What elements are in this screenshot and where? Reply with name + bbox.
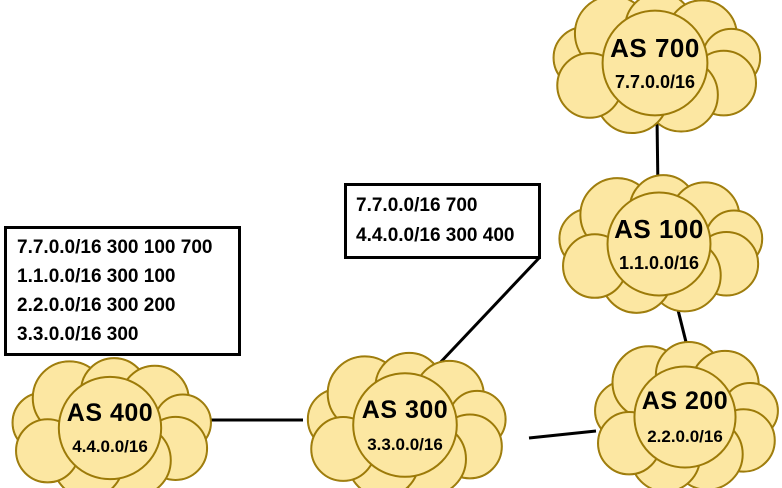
link-as300-as200 xyxy=(528,429,597,440)
route-entry: 1.1.0.0/16 300 100 xyxy=(17,266,176,287)
route-entry: 7.7.0.0/16 300 100 700 xyxy=(17,237,213,258)
as100-route-table: 7.7.0.0/16 700 4.4.0.0/16 300 400 xyxy=(344,183,541,259)
route-entry: 7.7.0.0/16 700 xyxy=(356,195,478,216)
route-entry: 4.4.0.0/16 300 400 xyxy=(356,225,515,246)
cloud-shape xyxy=(594,341,779,488)
cloud-shape xyxy=(11,357,212,488)
as400-route-table: 7.7.0.0/16 300 100 700 1.1.0.0/16 300 100… xyxy=(4,226,241,356)
cloud-shape xyxy=(552,0,762,135)
cloud-shape xyxy=(306,351,507,488)
route-entry: 2.2.0.0/16 300 200 xyxy=(17,295,176,316)
route-entry: 3.3.0.0/16 300 xyxy=(17,324,139,345)
link-as100-as300 xyxy=(435,255,542,368)
cloud-shape xyxy=(558,174,764,314)
